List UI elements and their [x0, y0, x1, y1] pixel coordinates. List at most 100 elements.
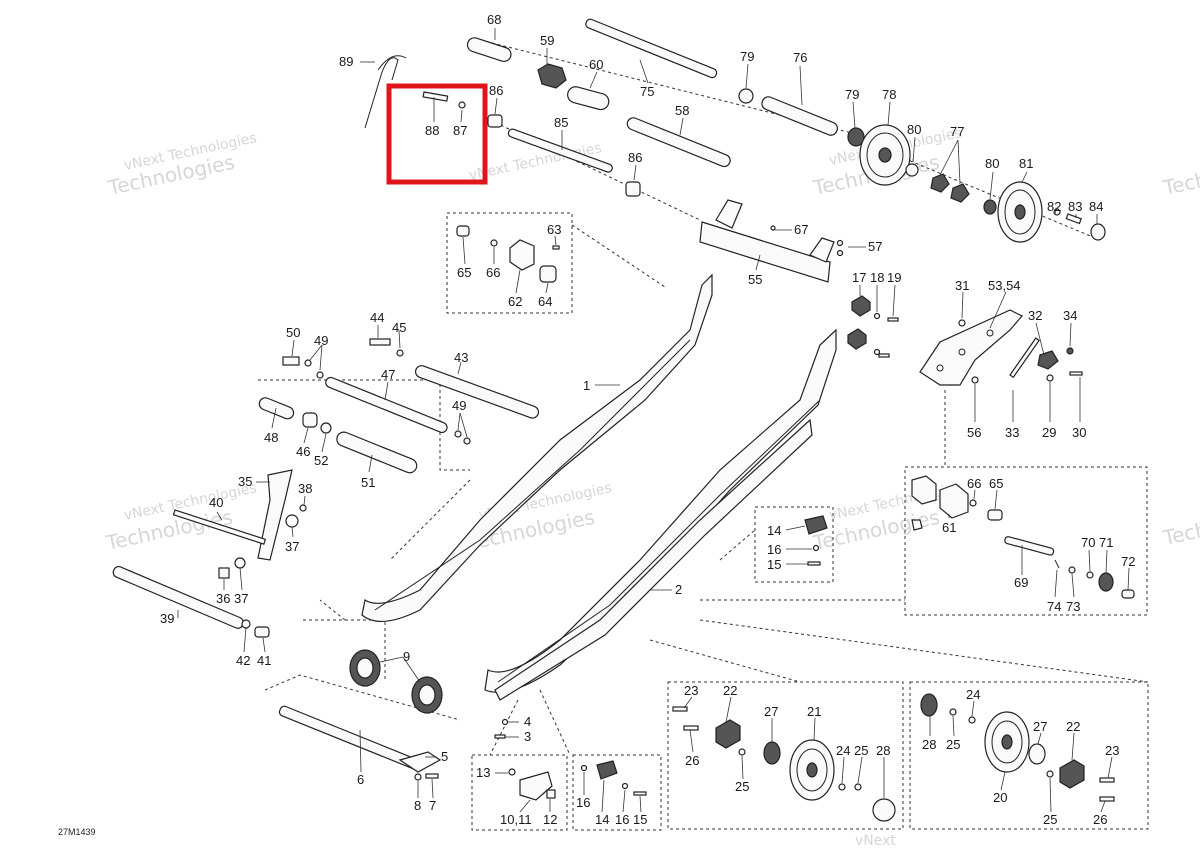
callout-label: 71 [1099, 535, 1113, 550]
callout-label: 63 [547, 222, 561, 237]
hub-77b [950, 183, 970, 203]
figure-code: 27M1439 [58, 827, 96, 837]
shaft-47 [325, 376, 448, 434]
callout-label: 24 [836, 743, 850, 758]
shaft-75 [585, 18, 718, 79]
callout-label: 10,11 [500, 812, 532, 827]
callout-labels: 68 59 89 60 75 79 76 86 88 87 58 79 78 8… [160, 12, 1135, 827]
screw-26a [683, 725, 699, 731]
callout-label: 37 [285, 539, 299, 554]
callout-label: 22 [1066, 719, 1080, 734]
callout-label: 27 [1033, 719, 1047, 734]
callout-label: 59 [540, 33, 554, 48]
callout-label: 15 [767, 557, 781, 572]
bracket-22a [715, 719, 741, 749]
callout-label: 70 [1081, 535, 1095, 550]
link-32 [1037, 350, 1059, 370]
callout-label: 61 [942, 520, 956, 535]
screw-15 [807, 561, 821, 566]
nut-24a [838, 783, 846, 791]
group-box-wheel-right [909, 681, 1149, 830]
callout-label: 38 [298, 481, 312, 496]
roller-62b [911, 475, 937, 505]
bearing-27b [1028, 743, 1046, 765]
highlight-box [386, 83, 488, 185]
callout-label: 24 [966, 687, 980, 702]
bracket-5354 [919, 309, 1023, 386]
part-29 [1046, 374, 1054, 382]
callout-label: 67 [794, 222, 808, 237]
callout-label: 28 [876, 743, 890, 758]
callout-label: 49 [314, 333, 328, 348]
callout-label: 47 [381, 367, 395, 382]
arm-35 [257, 469, 293, 561]
watermark-text: Technologies [1160, 500, 1200, 550]
bolt-23b [1099, 777, 1115, 783]
callout-label: 79 [740, 49, 754, 64]
callout-label: 86 [489, 83, 503, 98]
washer-18 [873, 312, 881, 320]
callout-label: 66 [967, 476, 981, 491]
bracket-group-b [580, 760, 647, 796]
washer-52 [320, 422, 332, 434]
callout-label: 8 [414, 798, 421, 813]
slider-14 [804, 515, 828, 535]
callout-label: 69 [1014, 575, 1028, 590]
nut-31 [958, 319, 966, 327]
bolt-83 [1065, 213, 1082, 225]
callout-label: 39 [160, 611, 174, 626]
sprocket-78 [859, 124, 911, 186]
callout-label: 25 [854, 743, 868, 758]
group-box-wheels-9 [303, 619, 386, 680]
callout-label: 75 [640, 84, 654, 99]
callout-label: 20 [993, 790, 1007, 805]
callout-label: 82 [1047, 199, 1061, 214]
cap-84 [1090, 223, 1106, 241]
washer-49b [454, 430, 462, 438]
nut-57a [836, 239, 844, 247]
callout-label: 32 [1028, 308, 1042, 323]
roller-61 [939, 483, 969, 519]
arm-assembly [112, 469, 307, 638]
shaft-51 [336, 431, 418, 474]
washer-49 [304, 359, 312, 367]
wheel-group-right [920, 693, 1115, 802]
bushing-46 [302, 412, 318, 428]
nut-56 [971, 376, 979, 384]
watermark-text: Technologies [1160, 150, 1200, 200]
group-box-wheel-left [667, 681, 904, 830]
bolt-23a [672, 706, 688, 712]
washer-37b [234, 557, 246, 569]
group-box-bracket-a [471, 754, 568, 831]
roller-group [456, 225, 560, 283]
washer-70 [1086, 571, 1094, 579]
washer-66 [490, 239, 498, 247]
callout-label: 25 [946, 737, 960, 752]
callout-label: 25 [735, 779, 749, 794]
callout-label: 1 [583, 378, 590, 393]
screw-26b [1099, 796, 1115, 802]
callout-label: 29 [1042, 425, 1056, 440]
callout-label: 53,54 [988, 278, 1021, 293]
left-shafts [258, 338, 540, 474]
callout-label: 26 [1093, 812, 1107, 827]
callout-label: 58 [675, 103, 689, 118]
callout-label: 84 [1089, 199, 1103, 214]
nut-57b [836, 249, 844, 257]
callout-label: 48 [264, 430, 278, 445]
callout-label: 30 [1072, 425, 1086, 440]
callout-label: 26 [685, 753, 699, 768]
callout-label: 89 [339, 54, 353, 69]
bearing-59 [537, 63, 567, 89]
callout-label: 17 [852, 270, 866, 285]
callout-label: 23 [1105, 743, 1119, 758]
pin-74 [1054, 559, 1060, 569]
callout-label: 57 [868, 239, 882, 254]
slider-14b [596, 760, 618, 780]
nut-13 [508, 768, 516, 776]
callout-label: 66 [486, 265, 500, 280]
rear-axle-assembly [364, 18, 1106, 283]
callout-label: 62 [508, 294, 522, 309]
callout-label: 15 [633, 812, 647, 827]
